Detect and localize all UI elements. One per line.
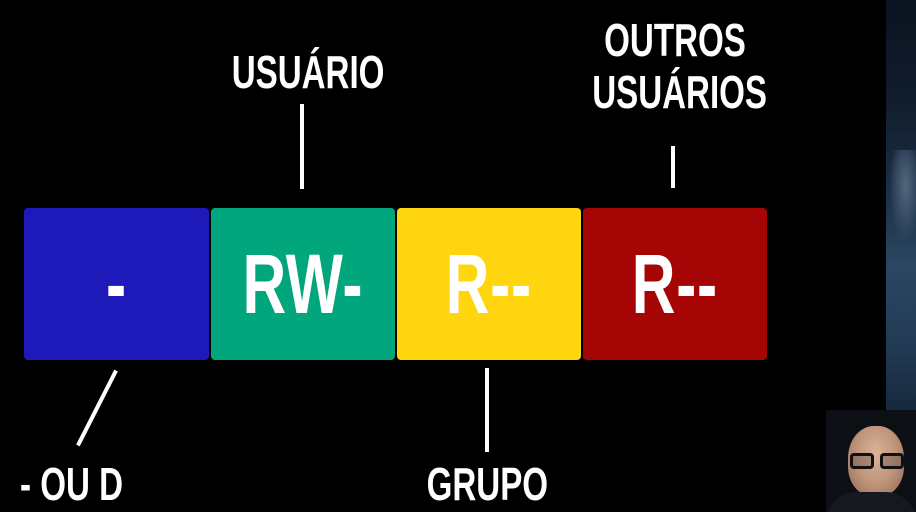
label-file-type-text: - OU D [20, 458, 124, 510]
permission-box-other-users: R-- [583, 208, 767, 360]
label-other-users-line1: OUTROS [604, 14, 746, 66]
presenter-shirt [826, 492, 916, 512]
permission-box-group-text: R-- [445, 236, 533, 331]
connector-user [300, 104, 304, 189]
presenter-head [848, 426, 904, 496]
label-user: USUÁRIO [202, 46, 402, 98]
label-group-text: GRUPO [426, 458, 548, 510]
label-group: GRUPO [387, 458, 587, 510]
connector-other-users [671, 146, 675, 188]
presenter-glasses [850, 453, 910, 471]
permission-box-file-type: - [24, 208, 209, 360]
permission-box-file-type-text: - [106, 236, 127, 331]
label-other-users: OUTROS USUÁRIOS [560, 14, 790, 118]
permission-box-group: R-- [397, 208, 581, 360]
permission-box-other-users-text: R-- [631, 236, 719, 331]
label-user-text: USUÁRIO [231, 46, 385, 98]
connector-file-type [76, 369, 118, 447]
label-other-users-line2: USUÁRIOS [592, 66, 768, 118]
permission-box-user-text: RW- [242, 236, 364, 331]
presenter-webcam [826, 410, 916, 512]
label-file-type: - OU D [0, 458, 135, 510]
permission-box-user: RW- [211, 208, 395, 360]
connector-group [485, 368, 489, 452]
